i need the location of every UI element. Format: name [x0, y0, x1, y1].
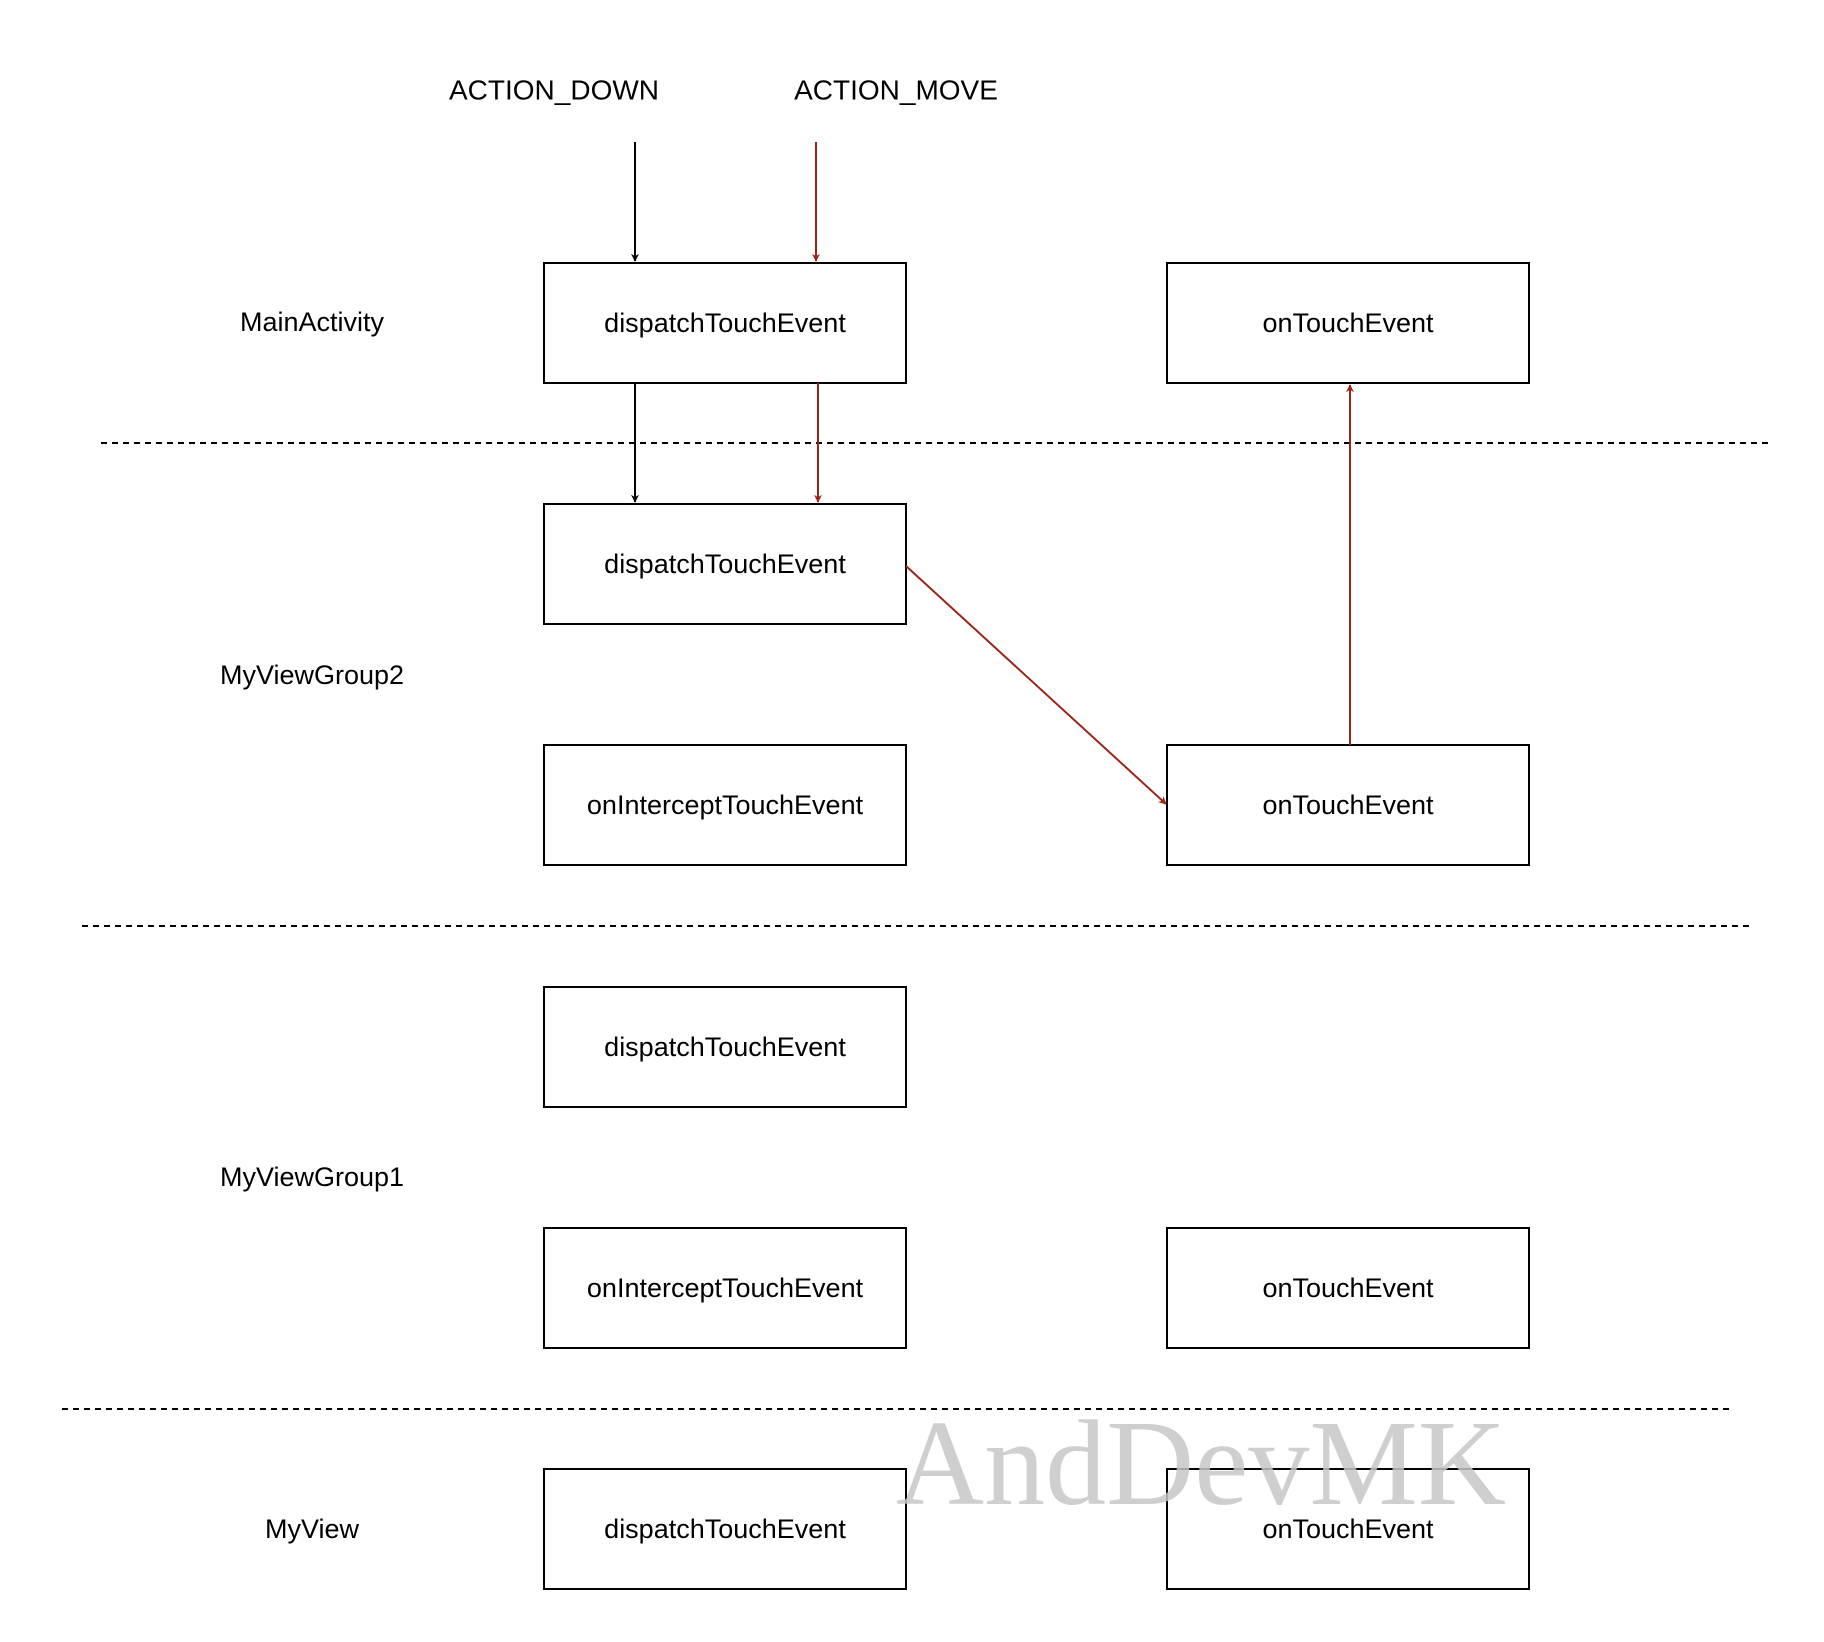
- layer-label-main-activity: MainActivity: [240, 307, 385, 337]
- view-group1-dispatch-label: dispatchTouchEvent: [604, 1032, 846, 1062]
- move-arrow-group2-dispatch-to-ontouch: [905, 565, 1167, 805]
- layer-label-my-view-group2: MyViewGroup2: [220, 660, 404, 690]
- main-activity-ontouch-label: onTouchEvent: [1262, 308, 1434, 338]
- view-ontouch-label: onTouchEvent: [1262, 1514, 1434, 1544]
- view-group2-ontouch-box: onTouchEvent: [1166, 744, 1530, 866]
- action-move-label: ACTION_MOVE: [794, 75, 998, 106]
- view-group1-intercept-box: onInterceptTouchEvent: [543, 1227, 907, 1349]
- view-group2-intercept-box: onInterceptTouchEvent: [543, 744, 907, 866]
- view-dispatch-box: dispatchTouchEvent: [543, 1468, 907, 1590]
- view-group2-intercept-label: onInterceptTouchEvent: [587, 790, 864, 820]
- view-group1-intercept-label: onInterceptTouchEvent: [587, 1273, 864, 1303]
- view-group2-dispatch-label: dispatchTouchEvent: [604, 549, 846, 579]
- main-activity-ontouch-box: onTouchEvent: [1166, 262, 1530, 384]
- view-group1-ontouch-box: onTouchEvent: [1166, 1227, 1530, 1349]
- view-group1-dispatch-box: dispatchTouchEvent: [543, 986, 907, 1108]
- main-activity-dispatch-box: dispatchTouchEvent: [543, 262, 907, 384]
- view-ontouch-box: onTouchEvent: [1166, 1468, 1530, 1590]
- layer-label-my-view-group1: MyViewGroup1: [220, 1162, 404, 1192]
- view-dispatch-label: dispatchTouchEvent: [604, 1514, 846, 1544]
- action-down-label: ACTION_DOWN: [449, 75, 659, 106]
- view-group2-dispatch-box: dispatchTouchEvent: [543, 503, 907, 625]
- view-group2-ontouch-label: onTouchEvent: [1262, 790, 1434, 820]
- main-activity-dispatch-label: dispatchTouchEvent: [604, 308, 846, 338]
- watermark-text: AndDevMK: [896, 1396, 1506, 1531]
- layer-label-my-view: MyView: [265, 1514, 360, 1544]
- view-group1-ontouch-label: onTouchEvent: [1262, 1273, 1434, 1303]
